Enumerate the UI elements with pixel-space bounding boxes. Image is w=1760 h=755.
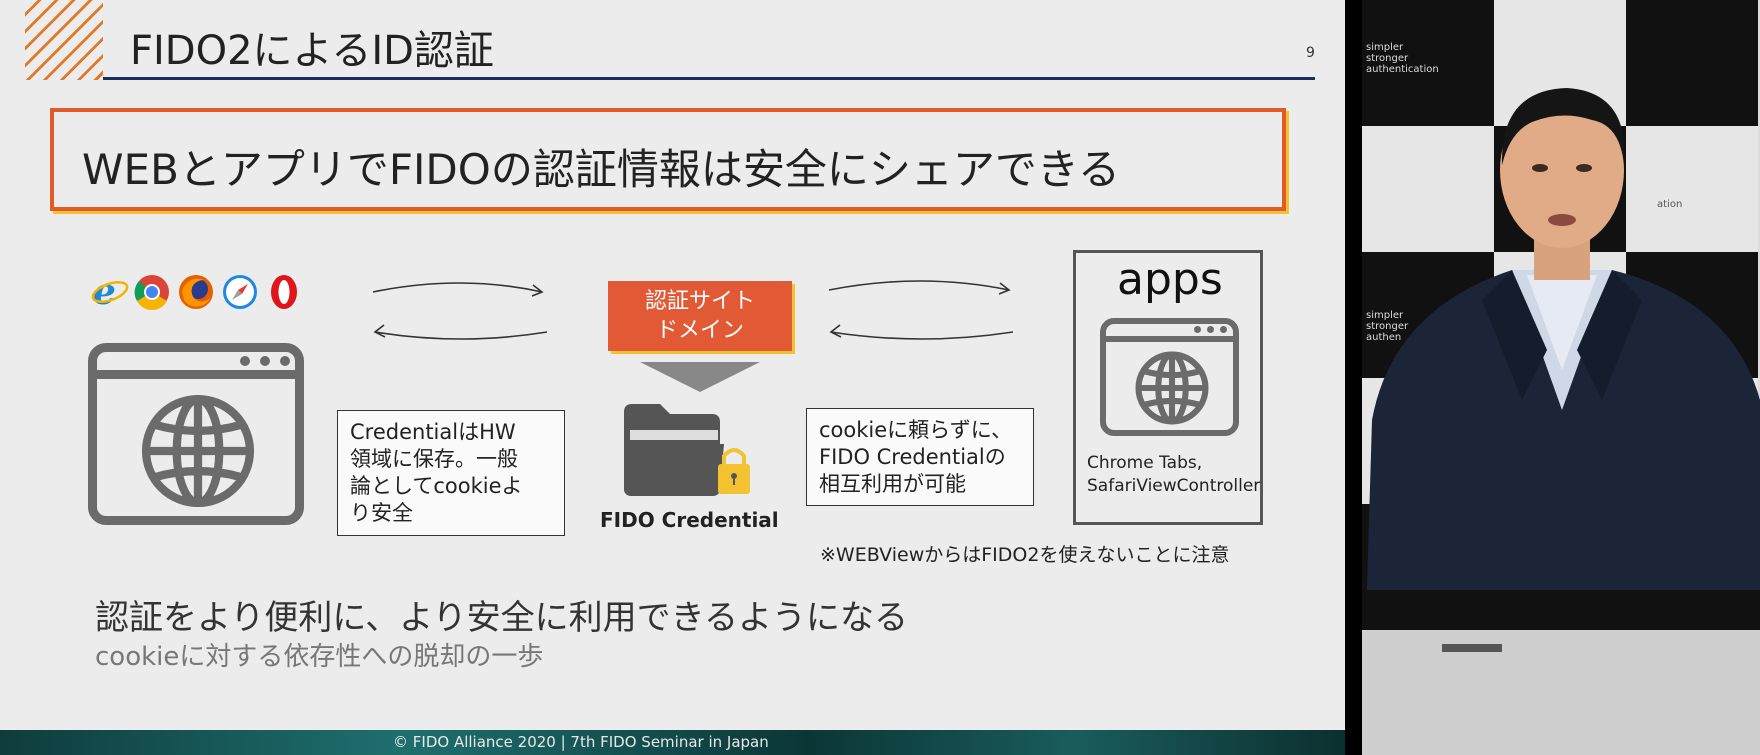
globe-icon bbox=[141, 394, 255, 508]
chrome-icon bbox=[134, 275, 169, 310]
slide-title: FIDO2によるID認証 bbox=[130, 28, 494, 74]
note-line: 領域に保存。一般 bbox=[350, 447, 518, 471]
auth-domain-line: 認証サイト bbox=[644, 289, 755, 314]
presentation-slide: FIDO2によるID認証 9 WEBとアプリでFIDOの認証情報は安全にシェアで… bbox=[0, 0, 1345, 730]
opera-icon bbox=[271, 275, 297, 309]
apps-label: apps bbox=[1117, 254, 1223, 305]
main-statement: 認証をより便利に、より安全に利用できるようになる bbox=[95, 598, 908, 638]
headline-banner: WEBとアプリでFIDOの認証情報は安全にシェアできる bbox=[50, 108, 1286, 211]
safari-icon bbox=[223, 275, 257, 309]
backdrop-text: simpler stronger authen bbox=[1366, 310, 1408, 343]
note-line: り安全 bbox=[350, 501, 413, 525]
slide-footer: © FIDO Alliance 2020 | 7th FIDO Seminar … bbox=[0, 730, 1345, 755]
backdrop-text: ation bbox=[1657, 199, 1683, 210]
decorative-stripes bbox=[25, 0, 103, 80]
browser-window-icon bbox=[88, 343, 304, 525]
app-window-icon bbox=[1100, 318, 1239, 436]
arrow-right-left-pair bbox=[372, 282, 548, 340]
backdrop-line: simpler bbox=[1366, 310, 1404, 321]
ie-icon: e bbox=[91, 272, 129, 312]
auth-site-domain-box: 認証サイト ドメイン bbox=[608, 281, 792, 351]
apps-caption-line: Chrome Tabs, bbox=[1087, 453, 1203, 473]
fido-credential-label: FIDO Credential bbox=[600, 508, 779, 532]
folder-lock-icon bbox=[624, 404, 750, 496]
globe-icon bbox=[1135, 351, 1209, 425]
note-line: 論としてcookieよ bbox=[350, 474, 523, 498]
note-line: cookieに頼らずに、 bbox=[819, 418, 1013, 442]
auth-domain-line: ドメイン bbox=[655, 318, 744, 343]
headline-text: WEBとアプリでFIDOの認証情報は安全にシェアできる bbox=[82, 145, 1120, 194]
apps-caption: Chrome Tabs, SafariViewController bbox=[1087, 452, 1262, 498]
page-number: 9 bbox=[1306, 45, 1315, 61]
title-underline bbox=[103, 77, 1315, 80]
arrow-right-pair-apps bbox=[828, 280, 1014, 340]
cookie-note-box: cookieに頼らずに、 FIDO Credentialの 相互利用が可能 bbox=[806, 408, 1034, 506]
presenter-figure bbox=[1362, 88, 1760, 755]
backdrop-line: authen bbox=[1366, 332, 1402, 343]
sub-statement: cookieに対する依存性への脱却の一歩 bbox=[95, 642, 544, 672]
note-line: CredentialはHW bbox=[350, 420, 516, 444]
backdrop-text: simpler stronger authentication bbox=[1366, 42, 1439, 75]
down-triangle-arrow bbox=[640, 362, 760, 392]
backdrop-line: simpler bbox=[1366, 42, 1404, 53]
note-line: FIDO Credentialの bbox=[819, 445, 1006, 469]
webview-note: ※WEBViewからはFIDO2を使えないことに注意 bbox=[820, 544, 1230, 566]
backdrop-line: authentication bbox=[1366, 64, 1439, 75]
firefox-icon bbox=[179, 275, 213, 309]
presenter-video: simpler stronger authentication simpler … bbox=[1362, 0, 1760, 755]
note-line: 相互利用が可能 bbox=[819, 472, 966, 496]
browser-icons-row: e bbox=[90, 272, 304, 314]
apps-caption-line: SafariViewController bbox=[1087, 476, 1261, 496]
backdrop-line: stronger bbox=[1366, 53, 1409, 64]
footer-text: © FIDO Alliance 2020 | 7th FIDO Seminar … bbox=[393, 733, 769, 751]
credential-note-box: CredentialはHW 領域に保存。一般 論としてcookieよ り安全 bbox=[337, 410, 565, 536]
backdrop-line: stronger bbox=[1366, 321, 1409, 332]
